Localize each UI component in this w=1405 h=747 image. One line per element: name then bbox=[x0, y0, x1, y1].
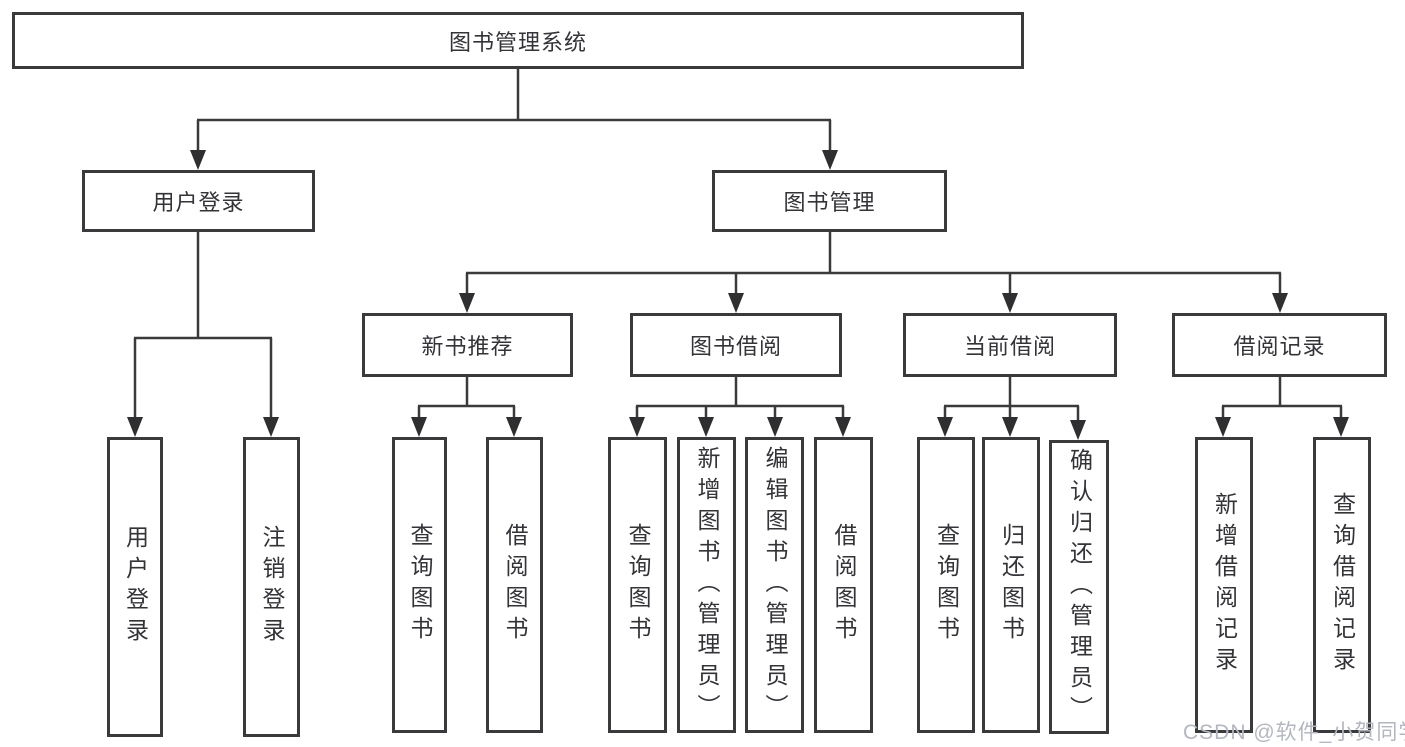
csdn-watermark: CSDN @软件_小贺同学 bbox=[1183, 721, 1405, 744]
node-add-book-admin: 新增图书（管理员） bbox=[677, 437, 736, 733]
node-label: 用户登录 bbox=[152, 190, 245, 215]
node-current-borrowing: 当前借阅 bbox=[903, 313, 1117, 377]
node-label: 新增借阅记录 bbox=[1211, 492, 1238, 678]
node-query-books-borrow: 查询图书 bbox=[608, 437, 667, 733]
node-add-borrow-record: 新增借阅记录 bbox=[1195, 437, 1253, 733]
node-label: 图书借阅 bbox=[689, 334, 782, 359]
node-label: 归还图书 bbox=[998, 523, 1025, 647]
connector-lines bbox=[133, 66, 1343, 422]
node-query-books-current: 查询图书 bbox=[917, 437, 975, 733]
node-book-borrowing: 图书借阅 bbox=[630, 313, 842, 377]
node-user-login: 用户登录 bbox=[82, 170, 315, 232]
node-label: 查询图书 bbox=[407, 523, 433, 647]
connector-arrows bbox=[127, 150, 1349, 440]
node-label: 新书推荐 bbox=[421, 334, 514, 359]
node-label: 查询图书 bbox=[625, 523, 651, 647]
node-query-borrow-record: 查询借阅记录 bbox=[1313, 437, 1371, 733]
node-label: 确认归还（管理员） bbox=[1066, 447, 1093, 727]
node-book-management: 图书管理 bbox=[712, 170, 947, 232]
node-label: 新增图书（管理员） bbox=[694, 445, 720, 725]
node-borrow-books-recommend: 借阅图书 bbox=[486, 437, 543, 733]
node-label: 图书管理 bbox=[783, 190, 876, 215]
node-borrowing-records: 借阅记录 bbox=[1172, 313, 1387, 377]
node-label: 编辑图书（管理员） bbox=[762, 445, 788, 725]
node-label: 借阅图书 bbox=[831, 523, 857, 647]
node-edit-book-admin: 编辑图书（管理员） bbox=[745, 437, 804, 733]
node-return-book: 归还图书 bbox=[982, 437, 1040, 733]
node-system: 图书管理系统 bbox=[12, 12, 1024, 69]
node-query-books-recommend: 查询图书 bbox=[392, 437, 447, 733]
node-label: 查询图书 bbox=[933, 523, 960, 647]
node-label: 注销登录 bbox=[259, 525, 285, 649]
node-confirm-return-admin: 确认归还（管理员） bbox=[1049, 440, 1109, 734]
node-label: 借阅记录 bbox=[1233, 334, 1326, 359]
node-logout: 注销登录 bbox=[243, 437, 300, 737]
node-new-book-recommend: 新书推荐 bbox=[362, 313, 573, 377]
node-label: 查询借阅记录 bbox=[1329, 492, 1356, 678]
node-login: 用户登录 bbox=[107, 437, 163, 737]
node-label: 图书管理系统 bbox=[448, 29, 587, 55]
node-label: 借阅图书 bbox=[502, 523, 528, 647]
node-label: 用户登录 bbox=[122, 525, 149, 649]
node-label: 当前借阅 bbox=[963, 334, 1056, 359]
node-borrow-books: 借阅图书 bbox=[814, 437, 873, 733]
